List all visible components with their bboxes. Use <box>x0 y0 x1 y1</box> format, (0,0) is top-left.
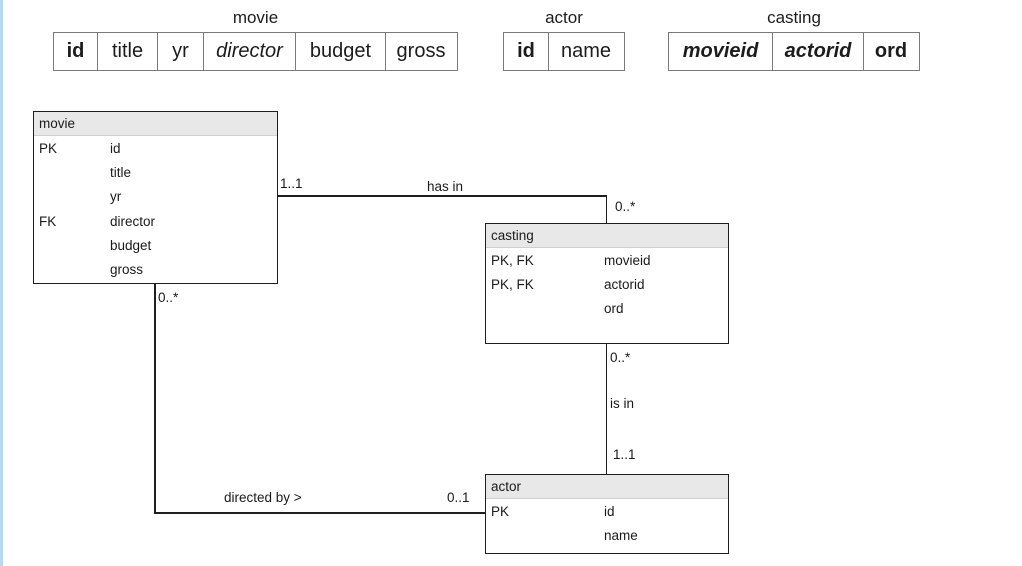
cardinality-actor-directed-by: 0..1 <box>447 490 470 505</box>
relationship-label-directed-by: directed by > <box>224 490 302 505</box>
relationship-line-directed-by-horizontal <box>154 512 486 514</box>
row-key-label: PK, FK <box>491 276 534 292</box>
relationship-line-has-in-vertical <box>605 195 607 223</box>
schema-table-actor: actor id name <box>503 6 625 71</box>
row-attr-label: ord <box>604 301 624 317</box>
schema-column-movie-yr: yr <box>158 33 204 70</box>
schema-columns-actor: id name <box>503 32 625 71</box>
schema-column-casting-ord: ord <box>874 40 908 62</box>
entity-row: ord <box>486 297 728 321</box>
row-key-label: PK <box>491 503 510 519</box>
entity-row: PK, FK actorid <box>486 272 728 296</box>
schema-column-actor-id: id <box>504 33 549 70</box>
cardinality-actor-is-in: 1..1 <box>613 447 636 462</box>
schema-column-movie-id: id <box>54 33 98 70</box>
entity-actor-header: actor <box>486 475 728 499</box>
schema-column-movie-budget: budget <box>296 33 386 70</box>
cardinality-casting-has-in: 0..* <box>615 199 636 214</box>
cardinality-movie-directed-by: 0..* <box>158 290 179 305</box>
row-attr-label: yr <box>110 189 122 205</box>
row-attr-label: director <box>110 213 156 229</box>
row-key-label: PK, FK <box>491 252 534 268</box>
relationship-line-is-in-vertical <box>605 344 607 474</box>
cardinality-casting-is-in: 0..* <box>610 350 631 365</box>
row-attr-label: gross <box>110 262 144 278</box>
schema-columns-movie: id title yr director budget gross <box>53 32 458 71</box>
entity-row: PK id <box>486 499 728 523</box>
row-attr-label: title <box>110 164 132 180</box>
schema-column-actor-name: name <box>560 40 612 62</box>
left-accent-bar <box>0 0 3 566</box>
entity-row: name <box>486 523 728 547</box>
entity-actor: actor PK id name <box>485 474 729 554</box>
row-key-label: FK <box>39 213 57 229</box>
relationship-line-has-in-horizontal <box>277 195 607 197</box>
entity-row: gross <box>34 257 277 281</box>
schema-title-casting: casting <box>767 8 821 27</box>
schema-columns-casting: movieid actorid ord <box>668 32 920 71</box>
row-attr-label: id <box>604 503 615 519</box>
row-attr-label: actorid <box>604 276 645 292</box>
schema-column-movie-director: director <box>204 33 296 70</box>
entity-movie: movie PK id title yr FK director budget … <box>33 111 278 284</box>
entity-casting-header: casting <box>486 224 728 248</box>
row-attr-label: id <box>110 140 121 156</box>
relationship-line-directed-by-vertical <box>154 283 156 513</box>
relationship-label-has-in: has in <box>427 179 464 194</box>
row-attr-label: name <box>604 527 638 543</box>
schema-column-movie-title: title <box>98 33 158 70</box>
schema-column-casting-actorid: actorid <box>773 33 864 70</box>
relationship-label-is-in: is in <box>610 396 635 411</box>
schema-table-movie: movie id title yr director budget gross <box>53 6 458 71</box>
entity-movie-header: movie <box>34 112 277 136</box>
row-attr-label: budget <box>110 237 152 253</box>
row-key-label: PK <box>39 140 58 156</box>
entity-row: PK, FK movieid <box>486 248 728 272</box>
schema-title-movie: movie <box>232 8 279 27</box>
schema-column-casting-movieid: movieid <box>669 33 773 70</box>
cardinality-movie-has-in: 1..1 <box>280 176 303 191</box>
schema-table-casting: casting movieid actorid ord <box>668 6 920 71</box>
entity-casting: casting PK, FK movieid PK, FK actorid or… <box>485 223 729 344</box>
row-attr-label: movieid <box>604 252 651 268</box>
schema-title-actor: actor <box>545 8 583 27</box>
entity-row: FK director <box>34 209 277 233</box>
entity-row: PK id <box>34 136 277 160</box>
entity-row: title <box>34 160 277 184</box>
schema-column-movie-gross: gross <box>396 40 446 62</box>
entity-row: budget <box>34 233 277 257</box>
entity-row: yr <box>34 185 277 209</box>
